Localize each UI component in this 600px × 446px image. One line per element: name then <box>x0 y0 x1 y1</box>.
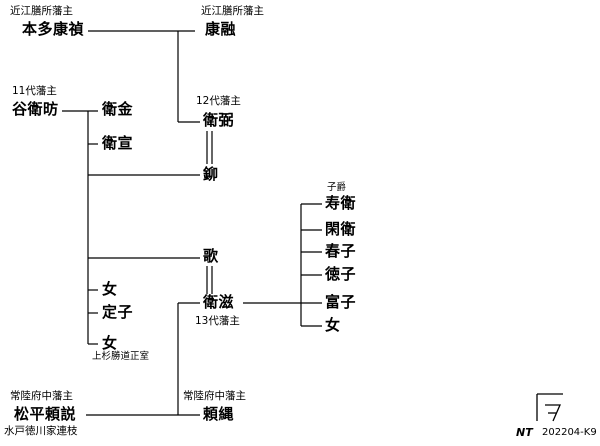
person-moritada: 衛弼 <box>203 111 235 129</box>
person-sadako: 定子 <box>102 303 134 321</box>
person-hisamori: 寿衛 <box>325 194 357 212</box>
person-uta: 歌 <box>203 247 219 265</box>
honda-title-note: 近江膳所藩主 <box>10 5 73 17</box>
person-morinobu: 衛宣 <box>102 134 134 152</box>
person-tomiko: 富子 <box>325 293 357 311</box>
diagram-code: 202204-K9 <box>542 427 597 438</box>
person-yorinawa: 頼縄 <box>203 405 235 423</box>
morihide-title-note: 11代藩主 <box>12 85 57 97</box>
yorinobu-title-note: 常陸府中藩主 <box>10 390 73 402</box>
onna-2-marriage-note: 上杉勝道正室 <box>92 351 150 362</box>
person-morishige: 衛滋 <box>203 293 235 311</box>
person-yasutada: 康融 <box>205 20 237 38</box>
moritada-title-note: 12代藩主 <box>196 95 241 107</box>
logo-text: NT <box>516 426 533 439</box>
yorinawa-title-note: 常陸府中藩主 <box>183 390 246 402</box>
morishige-title-note: 13代藩主 <box>195 315 240 327</box>
person-matsudaira-yorinobu: 松平頼説 <box>14 405 77 423</box>
person-onna-1: 女 <box>102 280 118 298</box>
person-onna-2: 女 <box>102 334 118 352</box>
person-haruko: 春子 <box>325 242 357 260</box>
person-tokuko: 徳子 <box>325 265 357 283</box>
person-honda-yasusada: 本多康禎 <box>22 20 85 38</box>
person-ryo: 鉚 <box>203 165 219 183</box>
logo-mark-icon <box>536 393 563 422</box>
yorinobu-origin-note: 水戸徳川家連枝 <box>4 425 78 437</box>
person-onna-3: 女 <box>325 316 341 334</box>
person-kanmori: 閑衛 <box>325 220 357 238</box>
person-morihide: 谷衛昉 <box>12 100 59 118</box>
yasutada-title-note: 近江膳所藩主 <box>201 5 264 17</box>
person-morikane: 衛金 <box>102 100 134 118</box>
viscount-note: 子爵 <box>327 182 347 193</box>
